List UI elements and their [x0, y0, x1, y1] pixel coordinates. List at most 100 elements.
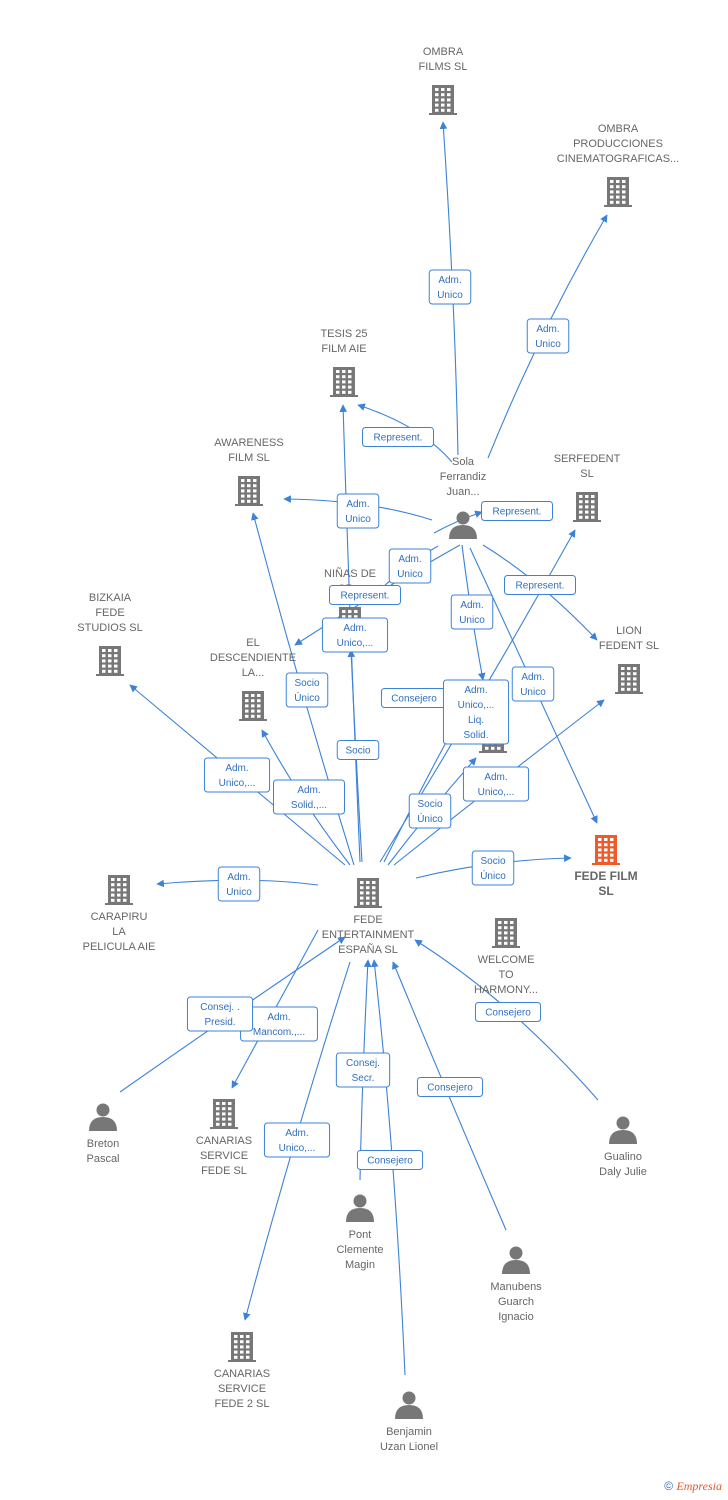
node-label: Gualino: [604, 1151, 642, 1163]
person-icon: [346, 1194, 374, 1222]
edge-label[interactable]: Adm.Unico: [511, 666, 555, 702]
edge-label-text: Adm.: [438, 275, 461, 286]
node-label: FEDE: [95, 607, 124, 619]
edge-label[interactable]: Adm.Unico,...: [203, 757, 271, 793]
edge-label[interactable]: Adm.Solid.,...: [273, 779, 345, 815]
edge-label-text: Adm.: [267, 1012, 290, 1023]
edge-label-text: Adm.: [285, 1128, 308, 1139]
building-icon: [615, 664, 643, 694]
node-label: FILMS SL: [419, 61, 468, 73]
edge-label[interactable]: Represent.: [481, 501, 553, 521]
node-label: FILM SL: [228, 452, 270, 464]
node-label: FILM AIE: [321, 343, 366, 355]
edge-label-text: Unico,...: [458, 700, 495, 711]
edge-label-text: Consej.: [346, 1058, 380, 1069]
edge-label[interactable]: Adm.Unico,...: [263, 1122, 331, 1158]
edge-label-text: Unico: [535, 339, 561, 350]
edge-label[interactable]: Adm. Unico: [428, 269, 472, 305]
edge-label-text: Adm.: [297, 785, 320, 796]
node-label: CANARIAS: [214, 1368, 270, 1380]
edge-label-text: Adm.: [346, 499, 369, 510]
building-icon: [105, 875, 133, 905]
node-label: SL: [598, 884, 613, 898]
edge-label[interactable]: Adm.Unico,...: [462, 766, 530, 802]
edge-label-text: Presid.: [204, 1017, 235, 1028]
edge-label-text: Adm.: [536, 324, 559, 335]
building-icon: [210, 1099, 238, 1129]
building-icon: [573, 492, 601, 522]
node-label: ESPAÑA SL: [338, 943, 398, 956]
edge-label[interactable]: Adm.Unico: [217, 866, 261, 902]
edge-label[interactable]: Adm.Unico: [336, 493, 380, 529]
edge-label[interactable]: Consejero: [380, 688, 448, 708]
edge-label[interactable]: Represent.: [362, 427, 434, 447]
node-label: Ferrandiz: [440, 471, 486, 483]
node-label: Pascal: [86, 1153, 119, 1165]
edge-label-text: Adm.: [398, 554, 421, 565]
edge-label-text: Único: [294, 691, 320, 704]
edge-labels-layer: Adm.UnicoAdm.UnicoRepresent.Adm.UnicoRep…: [186, 269, 576, 1170]
edge-label[interactable]: Adm.Unico,...: [321, 617, 389, 653]
edge-label-text: Consejero: [427, 1083, 473, 1094]
node-label: Daly Julie: [599, 1166, 647, 1178]
building-icon: [354, 878, 382, 908]
edge-label[interactable]: Consej.Secr.: [335, 1052, 391, 1088]
edge-label-text: Unico,...: [219, 778, 256, 789]
node-label: CINEMATOGRAFICAS...: [557, 153, 679, 165]
edge-label[interactable]: Adm. Unico: [526, 318, 570, 354]
edge-label[interactable]: Consejero: [474, 1002, 542, 1022]
node-label: Benjamin: [386, 1426, 432, 1438]
node-label: STUDIOS SL: [77, 622, 142, 634]
edge-label-text: Unico: [459, 615, 485, 626]
edge-label[interactable]: Socio: [336, 740, 380, 760]
node-descendiente[interactable]: ELDESCENDIENTELA...: [210, 637, 296, 721]
edge-label[interactable]: Adm.Unico: [450, 594, 494, 630]
node-label: SERFEDENT: [554, 453, 621, 465]
node-welcome[interactable]: WELCOMETOHARMONY...: [474, 918, 538, 996]
credit[interactable]: © Empresia: [664, 1479, 722, 1494]
edge-label[interactable]: Consej. .Presid.: [186, 996, 254, 1032]
node-sola[interactable]: SolaFerrandizJuan...: [440, 456, 486, 539]
edge-label[interactable]: Consejero: [416, 1077, 484, 1097]
edge-label[interactable]: Represent.: [504, 575, 576, 595]
edge-label-text: Socio: [294, 678, 319, 689]
edge-label[interactable]: Consejero: [356, 1150, 424, 1170]
edge-label-text: Unico: [437, 290, 463, 301]
node-ombra_prod[interactable]: OMBRAPRODUCCIONESCINEMATOGRAFICAS...: [557, 123, 679, 207]
edge-label-text: Socio: [480, 856, 505, 867]
edge-label-text: Liq.: [468, 715, 484, 726]
edge-label-text: Socio: [345, 746, 370, 757]
node-label: FEDE: [353, 914, 382, 926]
copyright-icon: ©: [664, 1479, 674, 1493]
edge-label[interactable]: Adm.Mancom.,...: [240, 1006, 318, 1042]
building-icon: [228, 1332, 256, 1362]
edge-manubens-fede_ent: [392, 961, 507, 1231]
edge-label[interactable]: Adm.Unico: [388, 548, 432, 584]
edge-label-text: Consejero: [485, 1008, 531, 1019]
node-label: Uzan Lionel: [380, 1441, 438, 1453]
node-label: WELCOME: [478, 954, 535, 966]
edge-label[interactable]: Represent.: [329, 585, 401, 605]
edge-label[interactable]: Adm.Unico,...Liq.Solid.: [442, 679, 510, 745]
building-icon: [429, 85, 457, 115]
